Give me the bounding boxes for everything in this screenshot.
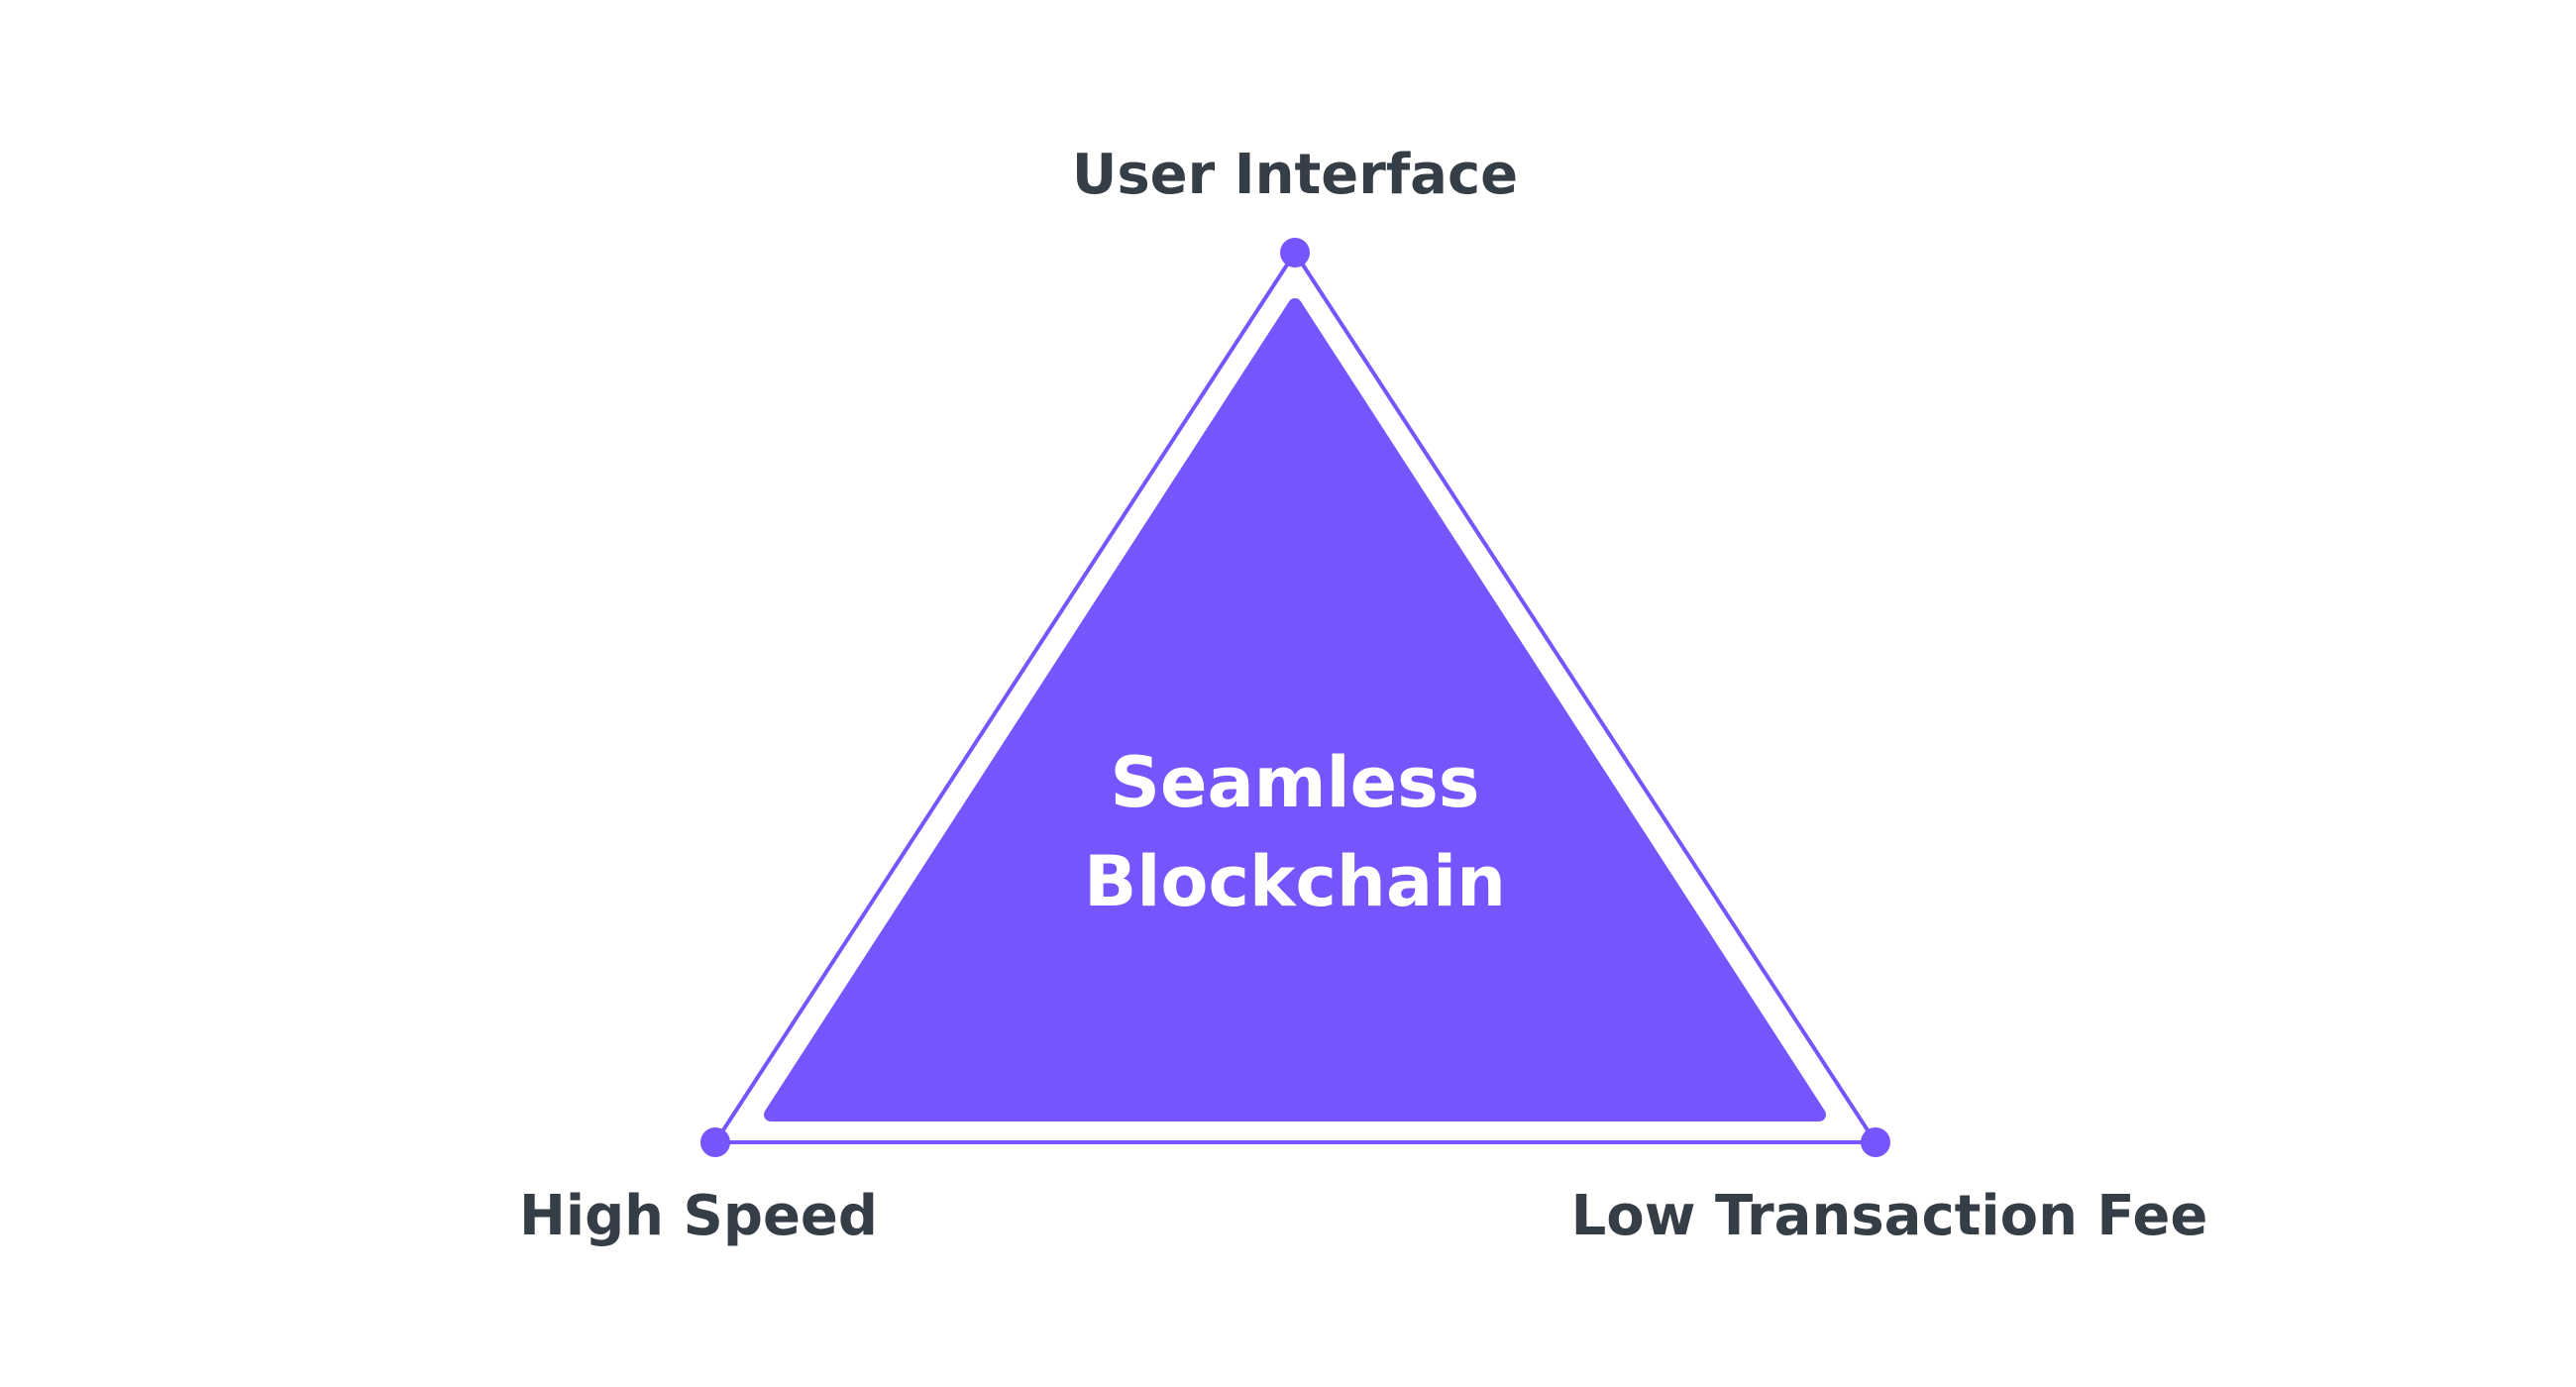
vertex-label-high-speed: High Speed [519,1184,878,1248]
vertex-dot-right [1861,1127,1890,1157]
outer-triangle-outline [713,251,1878,1144]
center-title-line-1: Seamless [1110,742,1480,823]
vertex-label-user-interface: User Interface [1071,143,1519,207]
inner-triangle [764,298,1826,1121]
vertex-dot-top [1280,238,1310,267]
vertex-dot-left [700,1127,730,1157]
vertex-label-low-transaction-fee: Low Transaction Fee [1570,1184,2208,1248]
center-title: Seamless Blockchain [1084,733,1506,931]
center-title-line-2: Blockchain [1084,841,1506,922]
